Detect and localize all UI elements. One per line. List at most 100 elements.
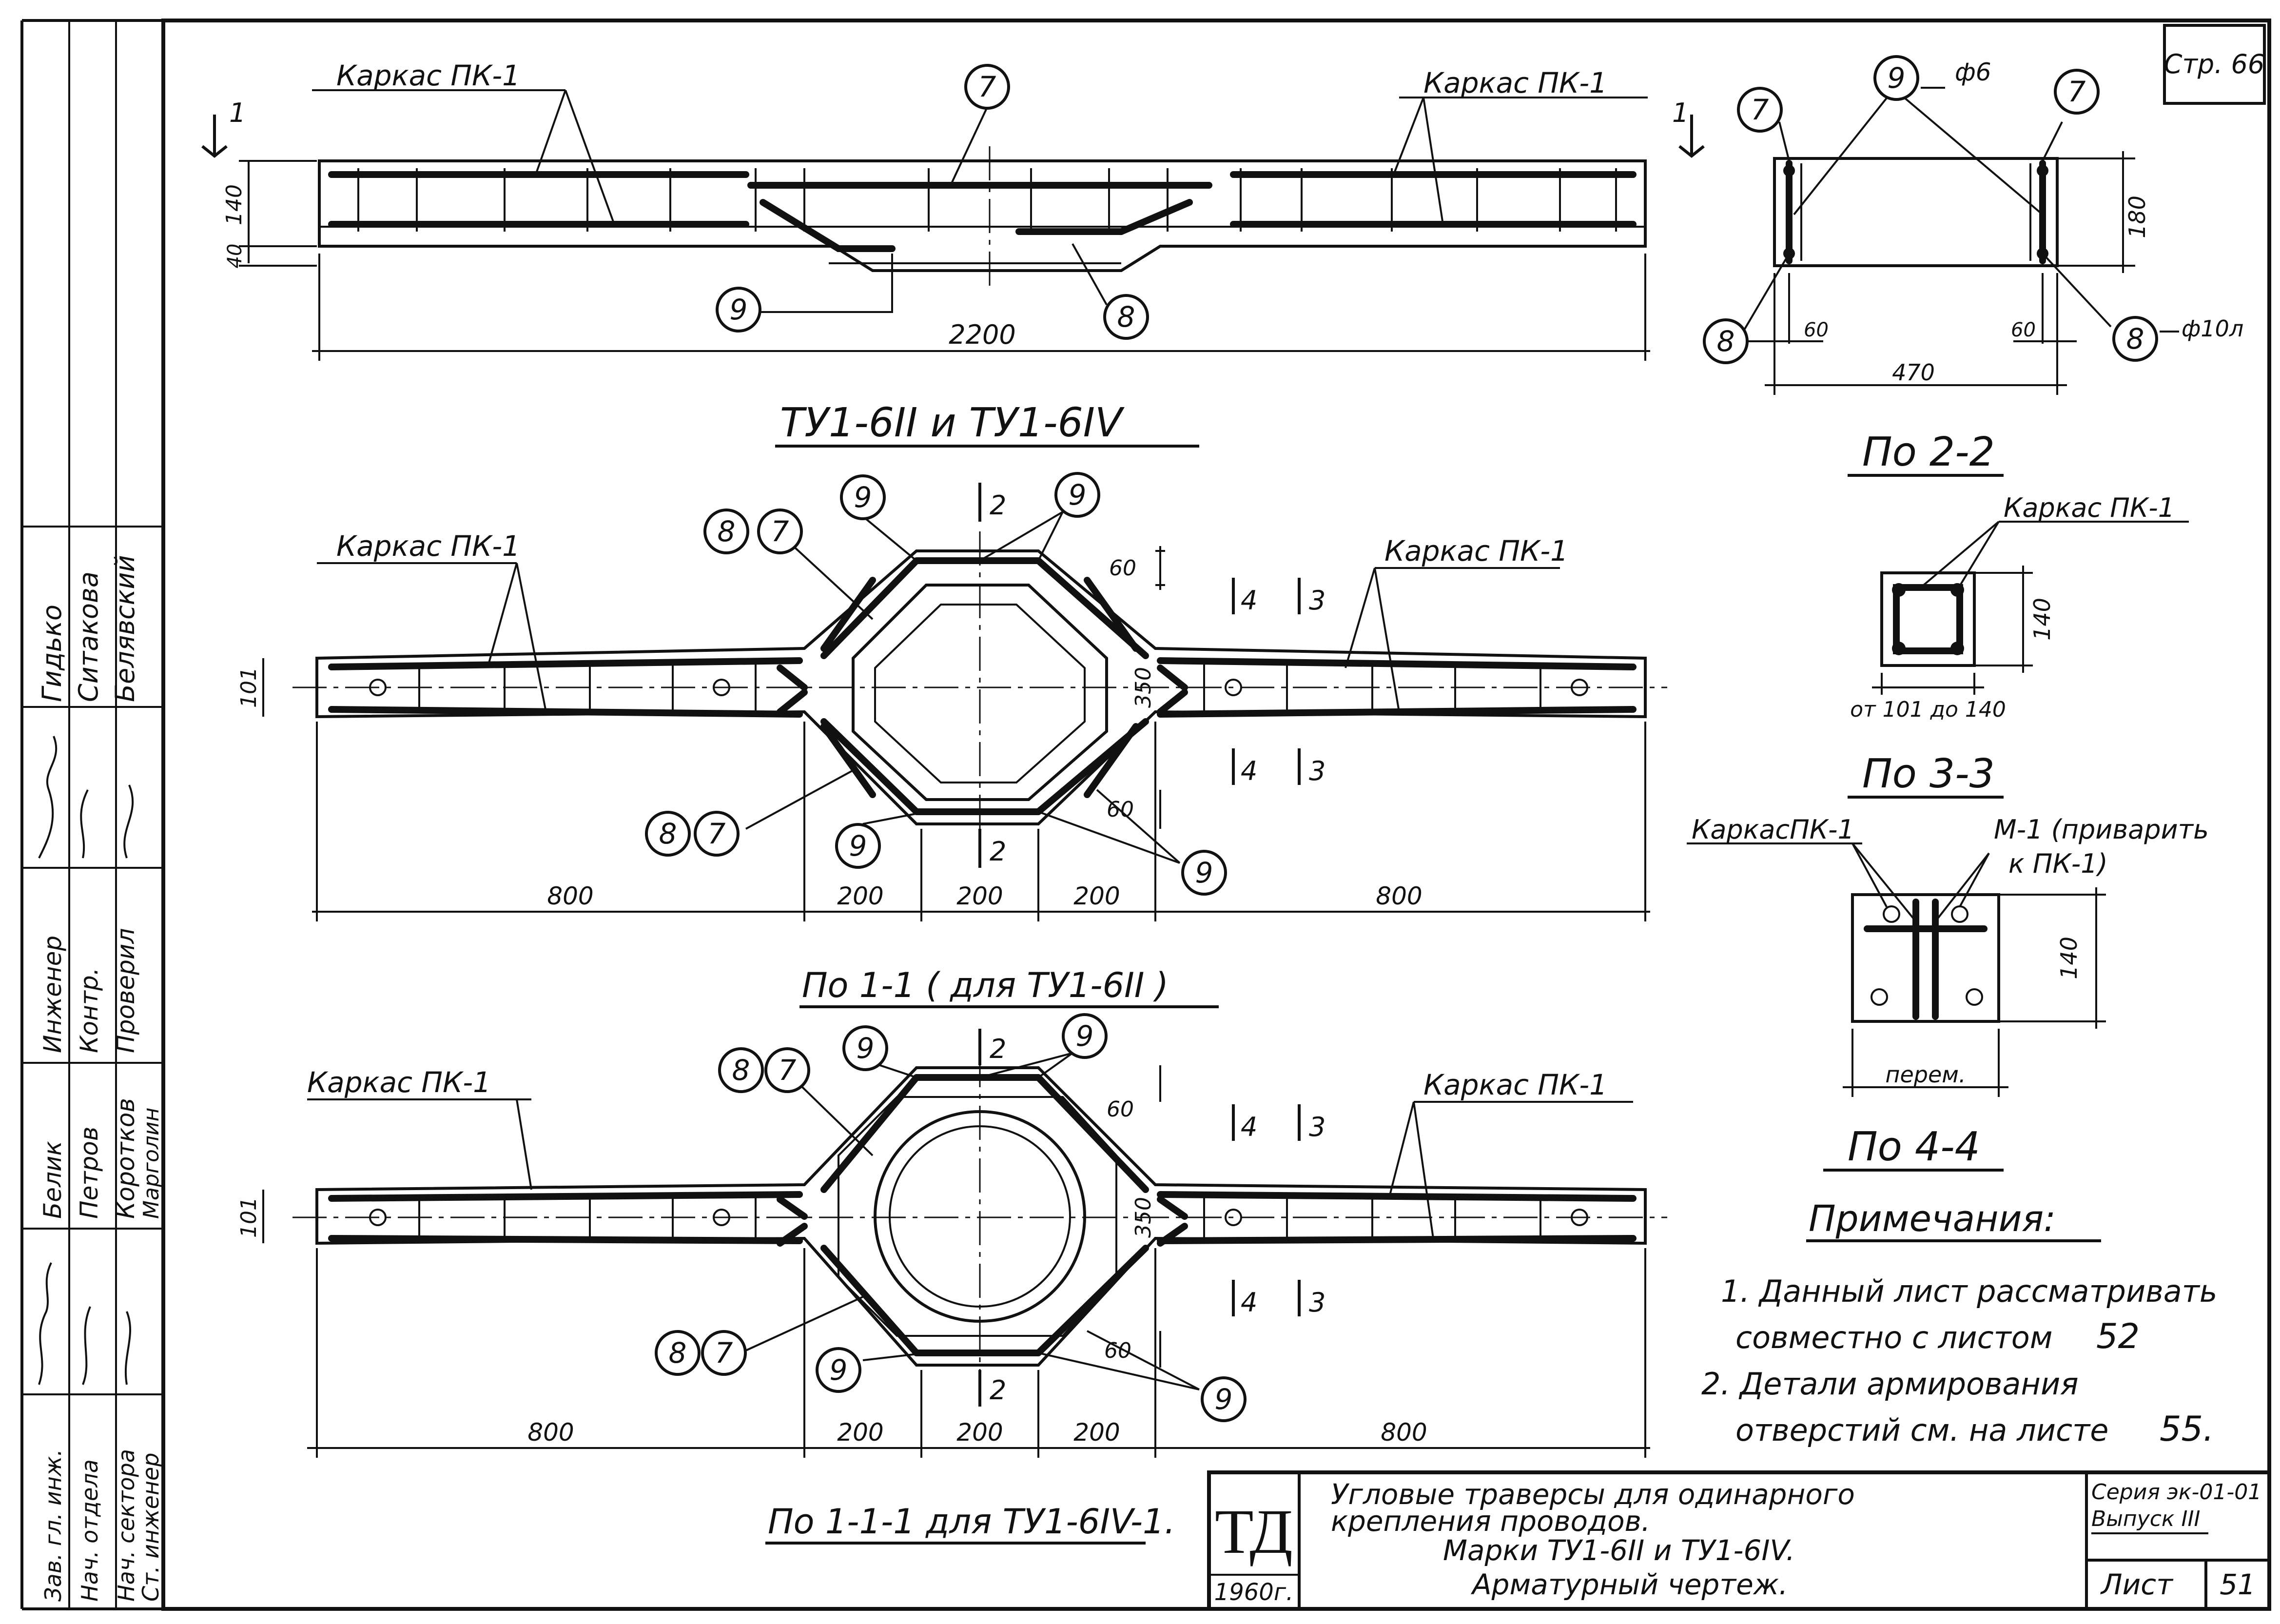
callout-8-s22-left: 8 bbox=[1703, 318, 1749, 364]
section-4-4: 140 перем. КаркасПК-1 М-1 (приварить к П… bbox=[1687, 814, 2209, 1097]
svg-text:9: 9 bbox=[1888, 61, 1906, 95]
plan-view-octagon: 2 2 4 3 4 3 60 60 350 101 800 200 200 20… bbox=[236, 472, 1667, 921]
dim-40-elev: 40 bbox=[224, 244, 246, 269]
label-phi6: ф6 bbox=[1955, 58, 1991, 86]
svg-text:7: 7 bbox=[771, 515, 789, 548]
elevation-stirrups bbox=[357, 168, 1617, 232]
section-mark-3-bottom-plan1: 3 bbox=[1309, 756, 1325, 786]
stamp-name-1: Белик bbox=[39, 1141, 67, 1219]
elevation-outline bbox=[318, 159, 1647, 272]
section-mark-3-bottom-plan2: 3 bbox=[1309, 1287, 1325, 1318]
section-mark-3-top-plan1: 3 bbox=[1309, 585, 1325, 616]
dim-60-plan1-top: 60 bbox=[1109, 556, 1136, 581]
plan1-outline bbox=[315, 549, 1647, 825]
plan1-inner-octagon bbox=[852, 584, 1108, 801]
dim-800-plan2-left: 800 bbox=[527, 1418, 574, 1447]
dim-350-plan1: 350 bbox=[1131, 667, 1156, 708]
section-mark-2-top-plan1: 2 bbox=[990, 490, 1006, 521]
callout-7-elev: 7 bbox=[964, 64, 1010, 110]
view-title-plan: ТУ1-6II и ТУ1-6IV bbox=[780, 400, 1125, 446]
svg-text:8: 8 bbox=[732, 1054, 750, 1087]
dim-60-s22-left: 60 bbox=[1804, 319, 1829, 341]
signature-scribble-2 bbox=[38, 1262, 131, 1385]
callout-9-plan1-top-left: 9 bbox=[840, 474, 886, 520]
note-1-sheet-number: 52 bbox=[2096, 1316, 2140, 1356]
dim-800-plan1-right: 800 bbox=[1376, 882, 1422, 910]
stamp-name-7: Белявский bbox=[110, 555, 140, 702]
plan-view-round: 2 2 4 3 4 3 60 60 350 101 800 200 200 20… bbox=[236, 1013, 1667, 1458]
title-sheet-label: Лист bbox=[2100, 1568, 2174, 1601]
callout-7-s22-right: 7 bbox=[2054, 69, 2100, 115]
dim-200-plan1-c: 200 bbox=[1073, 882, 1120, 910]
signature-stamp: Зав. гл. инж. Нач. отдела Нач. сектора С… bbox=[22, 20, 164, 1609]
callout-9-plan2-bottom-right: 9 bbox=[1201, 1376, 1247, 1422]
dim-140-s44: 140 bbox=[2056, 937, 2082, 979]
title-block-year: 1960г. bbox=[1214, 1579, 1294, 1606]
section-mark-2-bottom-plan1: 2 bbox=[990, 836, 1006, 867]
title-block-logo: ТД bbox=[1215, 1497, 1293, 1567]
label-perem: перем. bbox=[1885, 1061, 1966, 1088]
stamp-role-2: Нач. отдела bbox=[77, 1459, 103, 1602]
view-title-section-1-1-1: По 1-1-1 для ТУ1-6IV-1. bbox=[768, 1502, 1175, 1542]
callout-8-s22-right: 8 bbox=[2112, 316, 2158, 362]
callout-7-plan2-bottom: 7 bbox=[701, 1330, 747, 1376]
stamp-name-4: Марголин bbox=[139, 1108, 164, 1219]
callout-7-plan1-bottom: 7 bbox=[694, 811, 740, 857]
sheet-corner-box: Стр. 66 bbox=[2163, 24, 2266, 105]
callout-8-plan1-bottom: 8 bbox=[645, 811, 691, 857]
svg-text:8: 8 bbox=[669, 1336, 687, 1370]
signature-scribble-1 bbox=[38, 736, 134, 859]
note-2-line1: 2. Детали армирования bbox=[1701, 1366, 2079, 1402]
callout-7-plan2-top: 7 bbox=[764, 1047, 810, 1093]
label-karkas-s33: Каркас ПК-1 bbox=[2004, 492, 2175, 523]
section-mark-1-right: 1 bbox=[1672, 98, 1689, 128]
notes-title: Примечания: bbox=[1809, 1198, 2056, 1240]
title-line-4: Арматурный чертеж. bbox=[1470, 1568, 1788, 1601]
callout-9-s22: 9 bbox=[1873, 55, 1919, 101]
title-issue: Выпуск III bbox=[2091, 1507, 2200, 1531]
view-title-section-2-2: По 2-2 bbox=[1862, 429, 1995, 475]
stamp-name-2: Петров bbox=[75, 1127, 103, 1219]
callout-9-plan1-bottom-left: 9 bbox=[835, 823, 881, 869]
dim-140-s33: 140 bbox=[2029, 598, 2055, 641]
callout-9-plan1-top-right: 9 bbox=[1054, 472, 1100, 518]
dim-60-s22-right: 60 bbox=[2011, 319, 2036, 341]
dim-470: 470 bbox=[1892, 359, 1935, 386]
view-title-section-3-3: По 3-3 bbox=[1862, 751, 1995, 797]
callout-7-plan1-top: 7 bbox=[757, 509, 803, 554]
plan2-outline bbox=[315, 1066, 1647, 1367]
section-mark-3-top-plan2: 3 bbox=[1309, 1112, 1325, 1142]
title-series: Серия эк-01-01 bbox=[2091, 1480, 2261, 1505]
dim-800-plan2-right: 800 bbox=[1381, 1418, 1427, 1447]
dim-2200: 2200 bbox=[949, 319, 1015, 350]
dim-200-plan1-a: 200 bbox=[837, 882, 883, 910]
elevation-view: 1 1 140 40 2200 Каркас ПК-1 Каркас ПК-1 … bbox=[201, 59, 1705, 361]
stamp-name-3: Коротков bbox=[112, 1098, 140, 1219]
stamp-role-3: Нач. сектора bbox=[113, 1449, 139, 1602]
stamp-role-1: Зав. гл. инж. bbox=[40, 1449, 66, 1602]
section-2-2: 180 470 60 60 7 7 9 ф6 8 8 ф10л bbox=[1703, 55, 2243, 395]
svg-text:8: 8 bbox=[718, 515, 736, 548]
section-3-3: 140 от 101 до 140 Каркас ПК-1 bbox=[1850, 492, 2189, 722]
svg-text:9: 9 bbox=[730, 293, 748, 326]
svg-text:9: 9 bbox=[1076, 1019, 1094, 1053]
section-mark-4-top-plan2: 4 bbox=[1241, 1112, 1257, 1142]
title-line-3: Марки ТУ1-6II и ТУ1-6IV. bbox=[1443, 1534, 1795, 1567]
dim-140-elev: 140 bbox=[222, 184, 247, 225]
section-mark-4-top-plan1: 4 bbox=[1241, 585, 1257, 616]
callout-9-plan2-top-right: 9 bbox=[1062, 1013, 1108, 1059]
dim-200-plan2-c: 200 bbox=[1073, 1418, 1120, 1447]
svg-text:9: 9 bbox=[857, 1032, 875, 1065]
label-karkas-plan1-right: Каркас ПК-1 bbox=[1384, 534, 1568, 567]
title-line-1: Угловые траверсы для одинарного bbox=[1331, 1478, 1855, 1511]
callout-9-elev: 9 bbox=[716, 287, 761, 333]
sheet-corner-text: Стр. 66 bbox=[2164, 49, 2264, 79]
note-1-line2: совместно с листом bbox=[1735, 1320, 2053, 1355]
notes-block: Примечания: 1. Данный лист рассматривать… bbox=[1701, 1198, 2217, 1449]
note-2-sheet-number: 55. bbox=[2160, 1409, 2214, 1449]
label-phi10: ф10л bbox=[2182, 315, 2243, 342]
stamp-role-6: Контр. bbox=[75, 967, 103, 1053]
svg-text:8: 8 bbox=[1717, 325, 1735, 358]
label-ot101: от 101 до 140 bbox=[1850, 697, 2006, 722]
